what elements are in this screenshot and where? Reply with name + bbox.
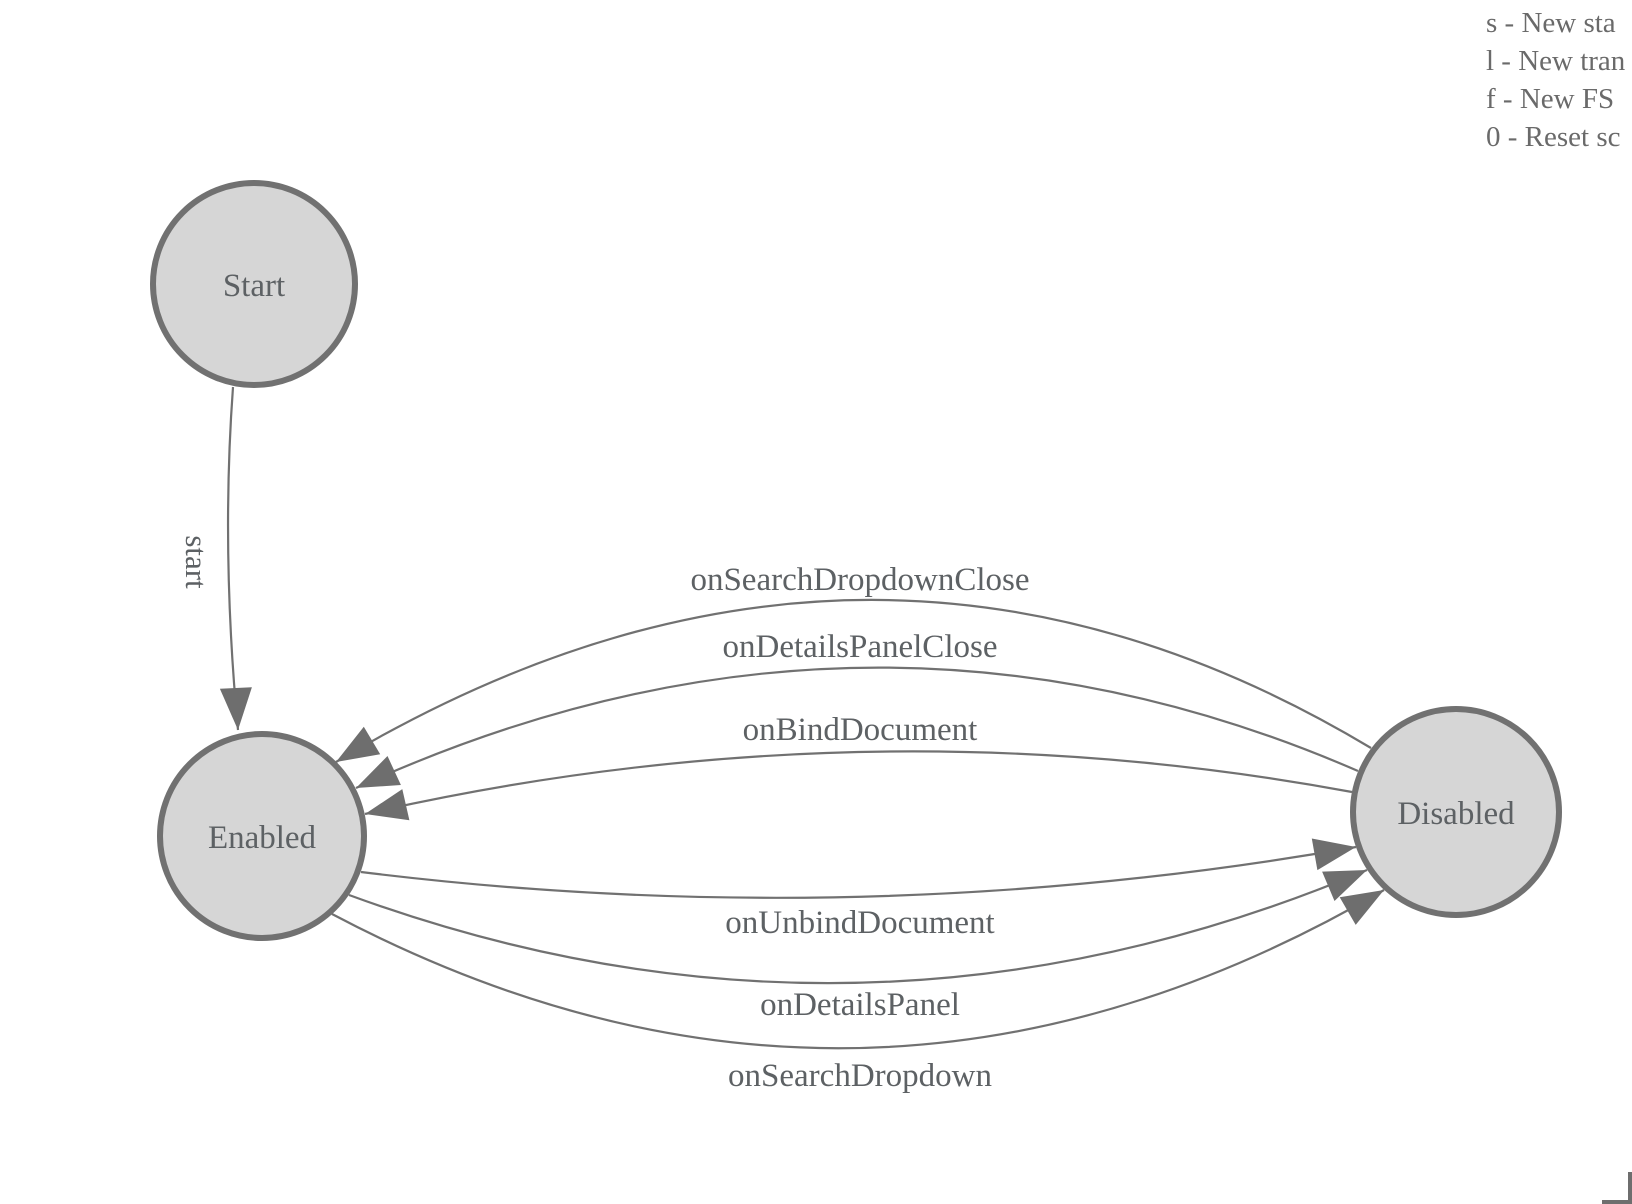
transition-onDetailsPanelClose-edge[interactable] xyxy=(355,666,1359,790)
state-enabled: Enabled xyxy=(157,731,367,941)
transition-onBindDocument: onBindDocument xyxy=(364,712,1353,821)
arrowhead-icon xyxy=(365,789,410,821)
transition-onDetailsPanel-label: onDetailsPanel xyxy=(760,987,960,1023)
state-disabled-circle[interactable] xyxy=(1350,706,1562,918)
transition-onUnbindDocument: onUnbindDocument xyxy=(360,838,1357,941)
transition-onDetailsPanel: onDetailsPanel xyxy=(348,868,1368,1023)
state-enabled-circle[interactable] xyxy=(157,731,367,941)
cutoff-box-corner-horizontal xyxy=(1602,1200,1632,1204)
arrowhead-icon xyxy=(1311,838,1356,871)
transition-start-label: start xyxy=(179,535,214,589)
transition-onDetailsPanelClose: onDetailsPanelClose xyxy=(355,629,1359,790)
state-disabled-label: Disabled xyxy=(1397,796,1515,832)
transition-onUnbindDocument-edge[interactable] xyxy=(360,845,1357,899)
transition-onSearchDropdown: onSearchDropdown xyxy=(331,889,1385,1094)
transition-onDetailsPanelClose-label: onDetailsPanelClose xyxy=(723,629,998,665)
cutoff-box-corner-vertical xyxy=(1628,1172,1632,1204)
transition-start: start xyxy=(179,386,252,731)
cutoff-box-corner xyxy=(1602,1172,1632,1204)
transition-onSearchDropdownClose-label: onSearchDropdownClose xyxy=(690,562,1029,598)
hotkey-legend: s - New sta l - New tran f - New FS 0 - … xyxy=(1486,4,1625,156)
state-disabled: Disabled xyxy=(1350,706,1562,918)
transition-onUnbindDocument-label: onUnbindDocument xyxy=(725,905,994,941)
transition-onDetailsPanel-edge[interactable] xyxy=(348,868,1368,985)
arrowhead-icon xyxy=(336,726,381,762)
arrowhead-icon xyxy=(1322,870,1367,901)
legend-item: f - New FS xyxy=(1486,83,1615,115)
state-start: Start xyxy=(150,180,358,388)
arrowhead-icon xyxy=(356,756,401,788)
transition-onSearchDropdown-label: onSearchDropdown xyxy=(728,1058,992,1094)
transition-onSearchDropdown-edge[interactable] xyxy=(331,889,1385,1050)
legend-item: s - New sta xyxy=(1486,7,1616,39)
transition-onBindDocument-label: onBindDocument xyxy=(743,712,978,748)
transition-start-edge[interactable] xyxy=(226,386,240,731)
state-start-circle[interactable] xyxy=(150,180,358,388)
state-enabled-label: Enabled xyxy=(208,820,317,856)
legend-item: l - New tran xyxy=(1486,45,1626,77)
transition-onBindDocument-edge[interactable] xyxy=(364,750,1353,816)
transition-onSearchDropdownClose-edge[interactable] xyxy=(335,598,1372,763)
legend-item: 0 - Reset sc xyxy=(1486,121,1621,153)
transition-onSearchDropdownClose: onSearchDropdownClose xyxy=(335,562,1372,763)
arrowhead-icon xyxy=(219,687,252,730)
state-start-label: Start xyxy=(223,268,285,304)
arrowhead-icon xyxy=(1339,890,1384,925)
